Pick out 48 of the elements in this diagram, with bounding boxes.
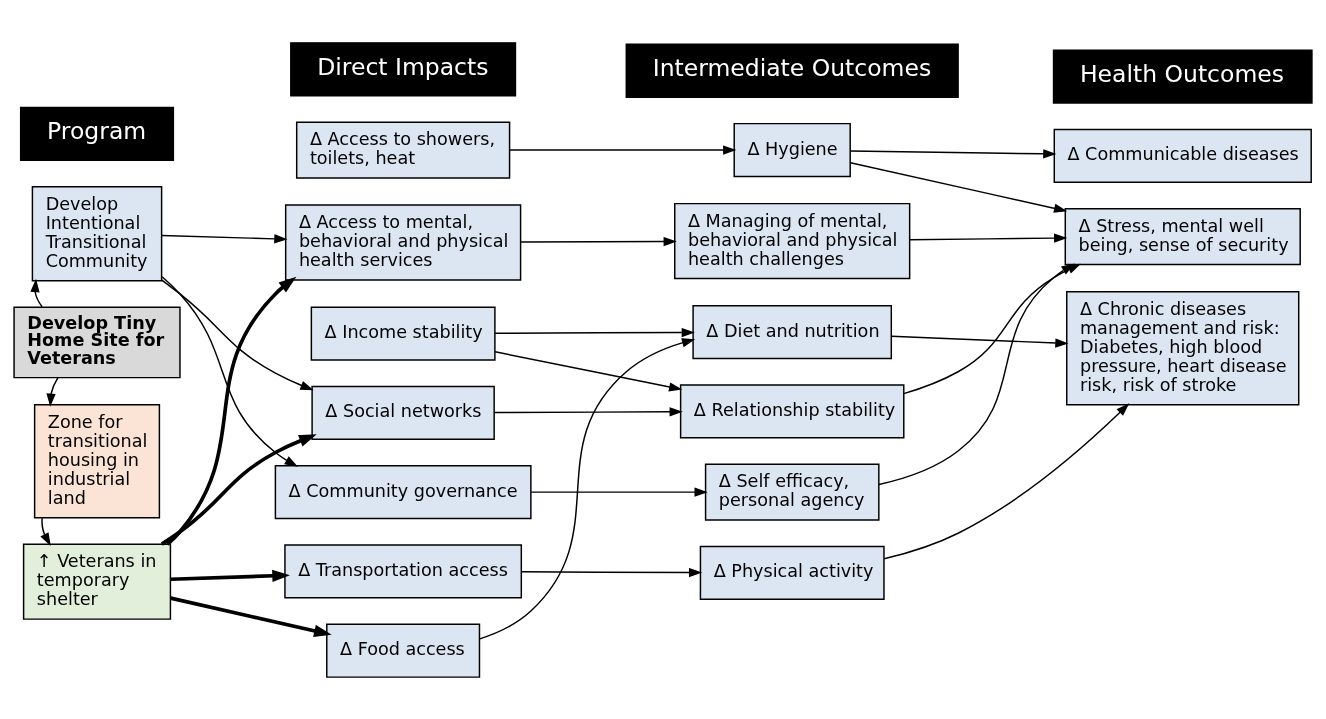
arrow — [170, 569, 290, 582]
node-box: Δ Chronic diseases management and risk: Diabetes, high blood pressure, heart disease risk, risk of stroke — [1066, 290, 1300, 405]
arrow — [530, 487, 708, 497]
node-box: Δ Social networks — [311, 385, 495, 440]
arrow — [160, 233, 288, 243]
node-box: Δ Access to showers, toilets, heat — [295, 120, 511, 179]
arrow — [166, 276, 297, 546]
arrow — [520, 567, 703, 577]
node-box: Develop Tiny Home Site for Veterans — [13, 305, 181, 378]
arrow — [849, 148, 1057, 158]
arrow — [890, 334, 1069, 348]
arrow — [160, 433, 317, 546]
arrow — [878, 263, 1075, 485]
node-box: Δ Transportation access — [284, 543, 523, 599]
node-box: Develop Intentional Transitional Community — [31, 185, 163, 281]
node-box: Δ Access to mental, behavioral and physical health services — [284, 203, 522, 281]
arrow — [46, 376, 59, 407]
node-box: Intermediate Outcomes — [625, 43, 959, 98]
node-box: Δ Physical activity — [699, 545, 885, 600]
node-box: Δ Diet and nutrition — [692, 304, 893, 359]
arrow — [40, 516, 51, 546]
arrow — [30, 278, 43, 307]
node-box: Zone for transitional housing in industrial land — [33, 403, 161, 519]
arrow — [161, 278, 314, 390]
arrow — [479, 337, 696, 640]
node-box: Δ Hygiene — [733, 122, 851, 177]
node-box: Δ Stress, mental well being, sense of security — [1064, 207, 1301, 265]
arrow — [883, 402, 1130, 560]
arrow — [493, 406, 683, 416]
node-box: Direct Impacts — [290, 41, 517, 96]
node-box: Program — [19, 106, 175, 161]
arrow — [508, 144, 737, 155]
arrow — [909, 233, 1068, 243]
node-box: Health Outcomes — [1052, 48, 1313, 104]
node-box: Δ Food access — [326, 623, 481, 678]
arrow — [494, 350, 683, 391]
node-box: Δ Self efficacy, personal agency — [704, 463, 880, 521]
node-box: Δ Communicable diseases — [1053, 128, 1312, 183]
node-box: Δ Managing of mental, behavioral and physical health challenges — [674, 202, 911, 279]
arrow — [161, 275, 298, 467]
arrow — [520, 236, 677, 246]
arrow — [849, 161, 1068, 213]
node-box: Δ Income stability — [310, 305, 496, 361]
node-box: ↑ Veterans in temporary shelter — [22, 543, 172, 620]
arrow — [170, 595, 332, 637]
node-box: Δ Relationship stability — [679, 383, 905, 439]
node-box: Δ Community governance — [274, 464, 532, 519]
arrow — [494, 327, 695, 337]
